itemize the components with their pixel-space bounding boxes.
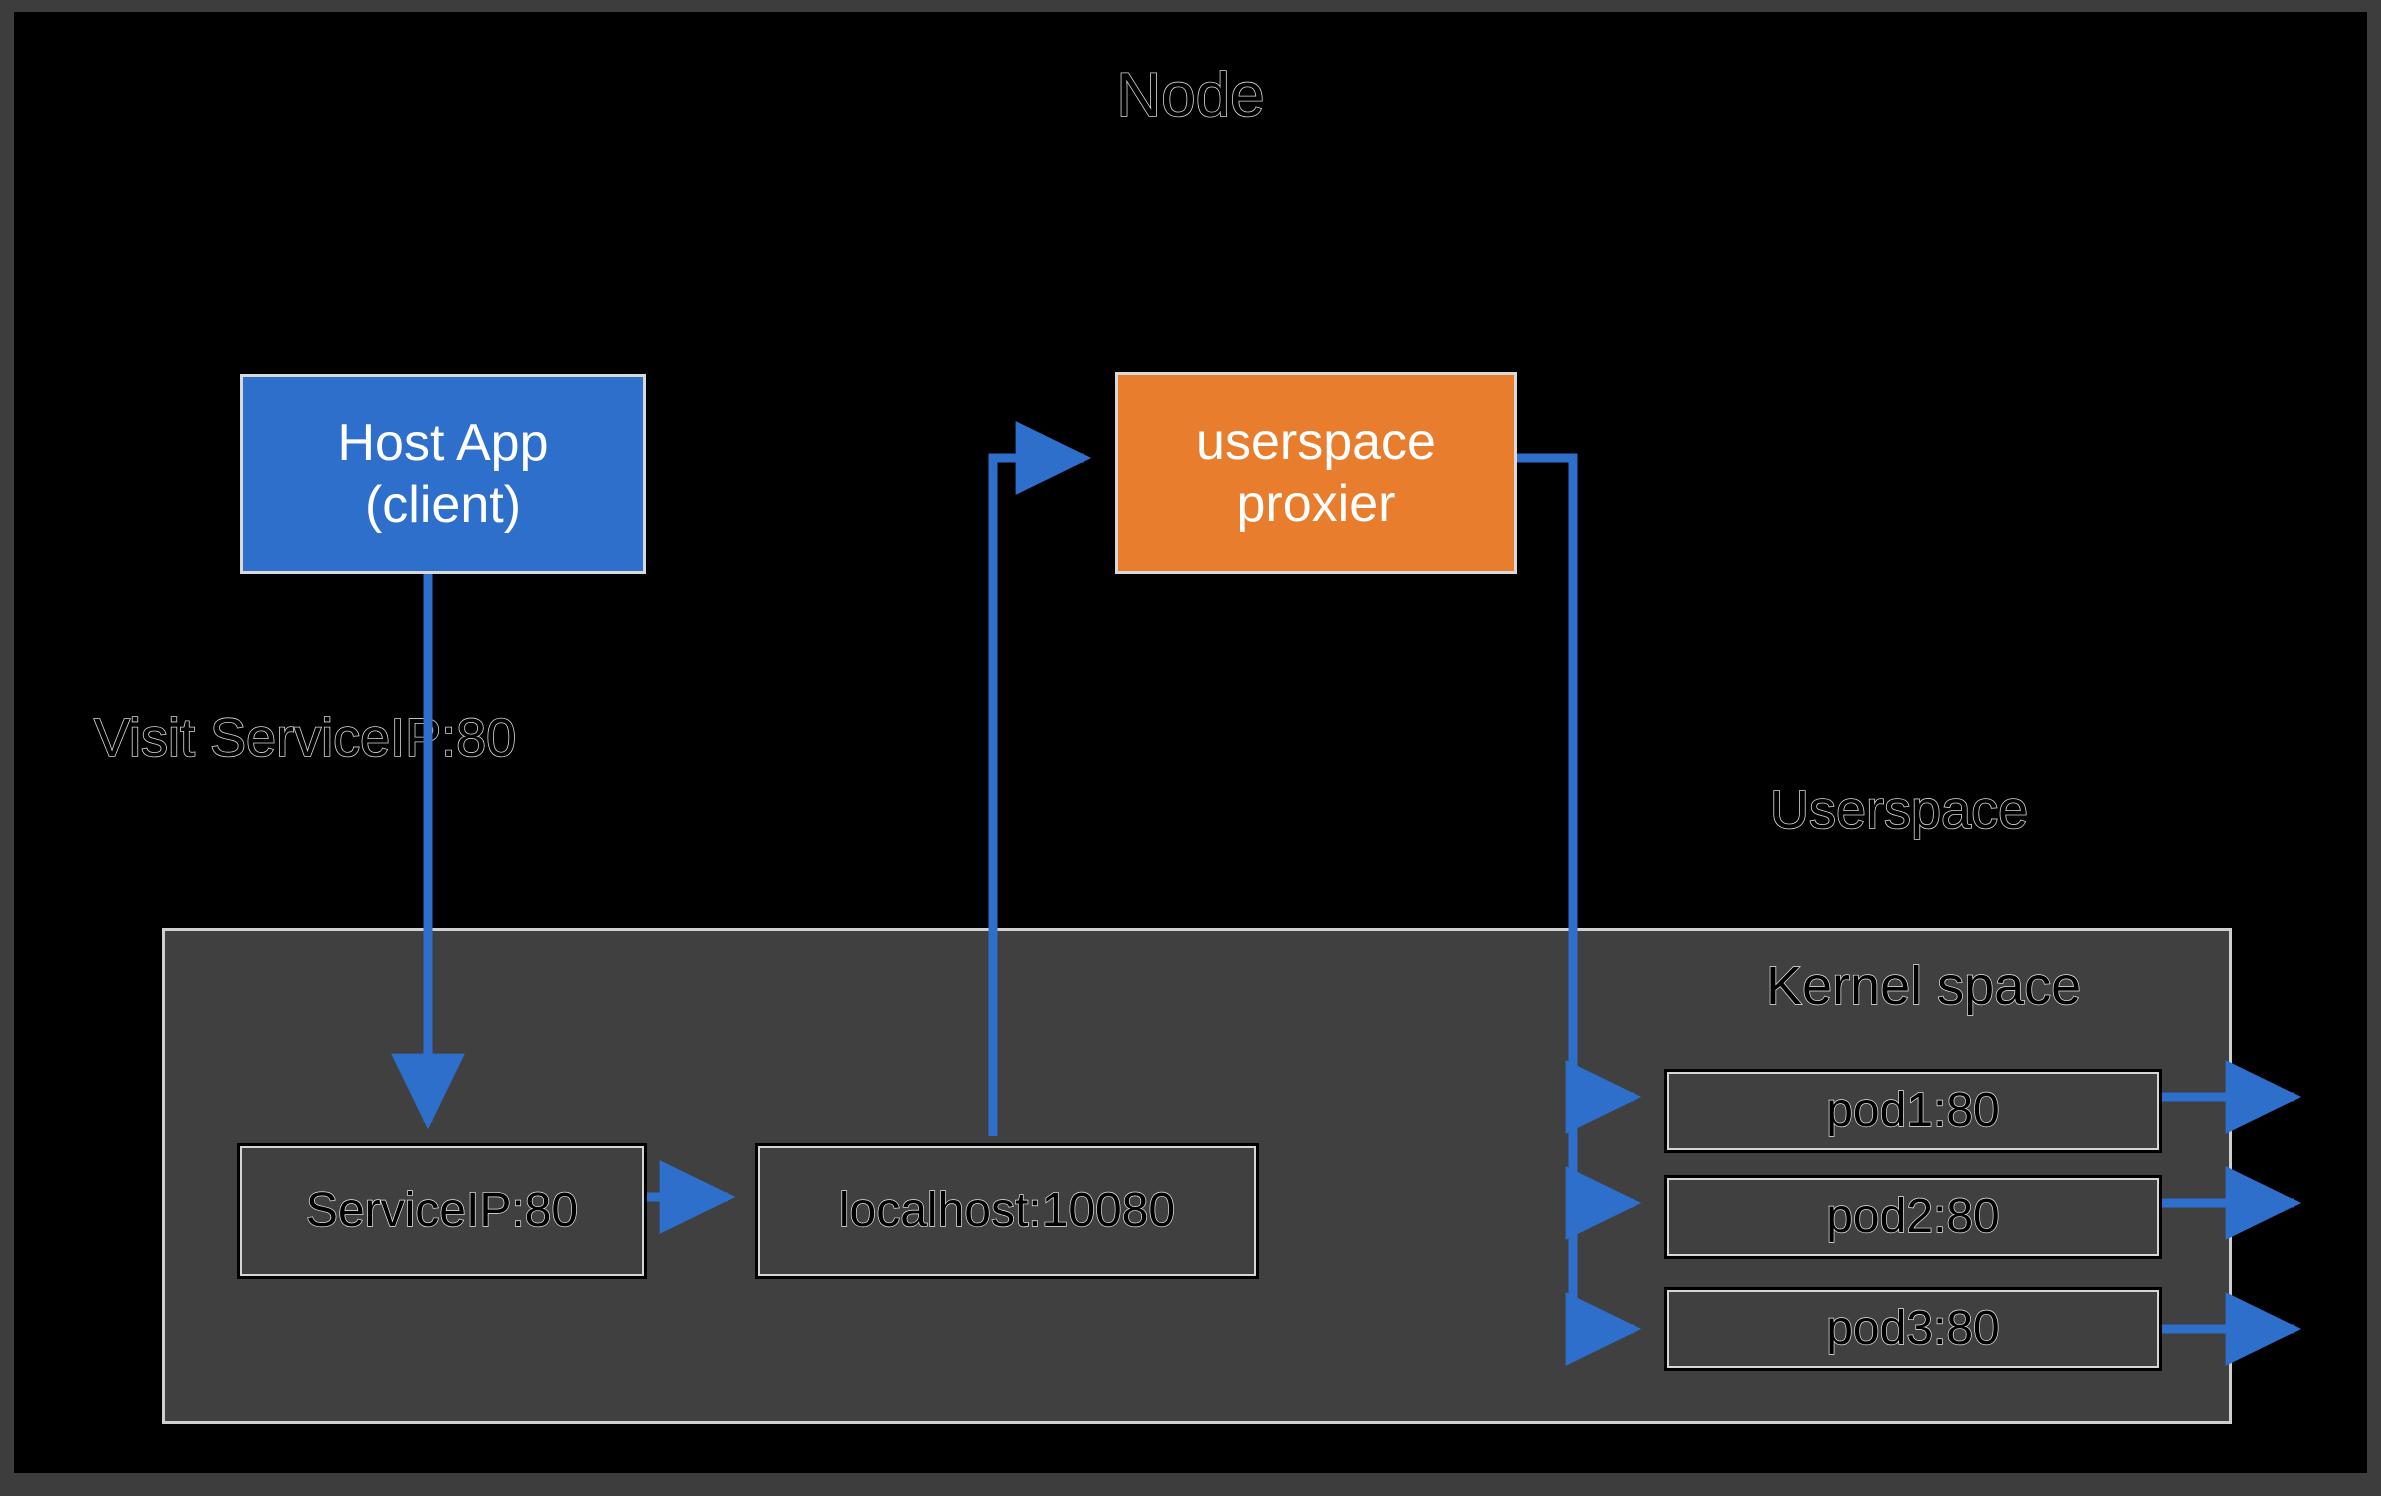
kernel-space-region-label: Kernel space [1765, 955, 2082, 1016]
host-app-label-line2: (client) [364, 476, 522, 534]
diagram-stage: Node Userspace Kernel space Visit Servic… [14, 12, 2367, 1473]
host-app-node[interactable]: Host App (client) [240, 374, 646, 574]
localhost-node[interactable]: localhost:10080 [755, 1143, 1259, 1279]
pod-node-2[interactable]: pod2:80 [1664, 1175, 2162, 1259]
pod-node-3[interactable]: pod3:80 [1664, 1287, 2162, 1371]
pod-label-1: pod1:80 [1826, 1083, 2001, 1137]
pod-node-1[interactable]: pod1:80 [1664, 1069, 2162, 1153]
proxier-label-line1: userspace [1196, 413, 1436, 471]
host-app-label-line1: Host App [337, 414, 549, 472]
localhost-label: localhost:10080 [838, 1183, 1176, 1237]
service-ip-node[interactable]: ServiceIP:80 [237, 1143, 647, 1279]
userspace-proxier-node[interactable]: userspace proxier [1115, 372, 1517, 574]
proxier-label-line2: proxier [1236, 475, 1396, 533]
page-title: Node [1116, 60, 1266, 131]
pod-label-2: pod2:80 [1826, 1189, 2001, 1243]
service-ip-label: ServiceIP:80 [305, 1183, 579, 1237]
userspace-region-label: Userspace [1769, 779, 2029, 841]
visit-service-ip-label: Visit ServiceIP:80 [93, 707, 517, 769]
pod-label-3: pod3:80 [1826, 1301, 2001, 1355]
